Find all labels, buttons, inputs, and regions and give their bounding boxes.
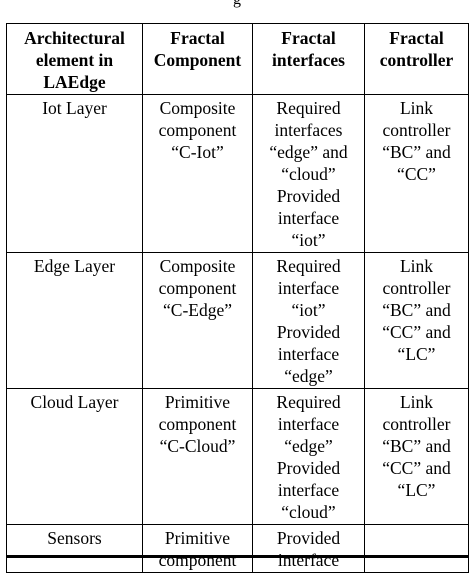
- header-text-line: Architectural: [24, 28, 125, 48]
- table-bottom-rule: [6, 555, 468, 558]
- cell-architectural-element: Sensors: [6, 524, 143, 573]
- cell-text-line: Link: [399, 392, 434, 412]
- cell-text-line: Provided: [276, 186, 341, 206]
- cell-text-line: interface: [277, 550, 340, 570]
- cell-text-line: interface: [277, 414, 340, 434]
- table-row: Iot Layer Composite component “C-Iot” Re…: [6, 94, 469, 253]
- cell-text-line: controller: [382, 414, 451, 434]
- header-text-line: LAEdge: [43, 72, 106, 92]
- cell-architectural-element: Cloud Layer: [6, 388, 143, 525]
- cell-architectural-element: Iot Layer: [6, 94, 143, 253]
- cell-text-line: Iot Layer: [42, 98, 107, 118]
- cell-text-line: Primitive: [164, 528, 231, 548]
- cell-fractal-interfaces: Required interface “edge” Provided inter…: [252, 388, 365, 525]
- cell-text-line: “cloud”: [281, 502, 336, 522]
- cell-text-line: “CC” and: [382, 458, 451, 478]
- cell-text-line: Provided: [276, 458, 341, 478]
- header-text-line: controller: [379, 50, 454, 70]
- cell-fractal-interfaces: Required interfaces “edge” and “cloud” P…: [252, 94, 365, 253]
- cell-fractal-controller: Link controller “BC” and “CC” and “LC”: [364, 252, 469, 389]
- cell-text-line: Required: [276, 392, 341, 412]
- header-text-line: interfaces: [272, 50, 345, 70]
- cell-text-line: component: [158, 414, 237, 434]
- cell-text-line: interface: [277, 480, 340, 500]
- cell-text-line: interface: [277, 344, 340, 364]
- cell-text-line: Link: [399, 256, 434, 276]
- cell-fractal-interfaces: Required interface “iot” Provided interf…: [252, 252, 365, 389]
- header-text-line: Fractal: [389, 28, 444, 48]
- cell-text-line: controller: [382, 278, 451, 298]
- cell-text-line: “edge” and: [269, 142, 348, 162]
- cell-text-line: interfaces: [274, 120, 343, 140]
- cell-text-line: component: [158, 550, 237, 570]
- header-text-line: element in: [35, 50, 114, 70]
- cell-fractal-controller: [364, 524, 469, 573]
- header-architectural-element: Architectural element in LAEdge: [6, 23, 143, 95]
- cell-text-line: Composite: [159, 256, 236, 276]
- header-text-line: Fractal: [281, 28, 336, 48]
- header-fractal-interfaces: Fractal interfaces: [252, 23, 365, 95]
- cell-text-line: “LC”: [397, 344, 436, 364]
- cell-text-line: Provided: [276, 322, 341, 342]
- header-text-line: Component: [153, 50, 242, 70]
- cell-text-line: “iot”: [291, 300, 326, 320]
- cell-text-line: controller: [382, 120, 451, 140]
- caption-fragment: g: [0, 0, 474, 9]
- cell-fractal-controller: Link controller “BC” and “CC”: [364, 94, 469, 253]
- cell-fractal-component: Composite component “C-Iot”: [142, 94, 253, 253]
- table-row: Cloud Layer Primitive component “C-Cloud…: [6, 388, 469, 525]
- cell-text-line: “C-Iot”: [171, 142, 224, 162]
- cell-architectural-element: Edge Layer: [6, 252, 143, 389]
- cell-text-line: component: [158, 278, 237, 298]
- cell-text-line: Cloud Layer: [30, 392, 119, 412]
- architecture-mapping-table: Architectural element in LAEdge Fractal …: [6, 23, 469, 573]
- cell-text-line: “cloud”: [281, 164, 336, 184]
- cell-text-line: component: [158, 120, 237, 140]
- header-text-line: Fractal: [170, 28, 225, 48]
- cell-text-line: Provided: [276, 528, 341, 548]
- cell-text-line: “CC”: [397, 164, 436, 184]
- header-fractal-component: Fractal Component: [142, 23, 253, 95]
- cell-text-line: “iot”: [291, 230, 326, 250]
- cell-fractal-component: Primitive component “C-Cloud”: [142, 388, 253, 525]
- cell-text-line: “C-Cloud”: [159, 436, 236, 456]
- cell-text-line: “edge”: [284, 436, 333, 456]
- cell-text-line: “edge”: [284, 366, 333, 386]
- cell-text-line: “BC” and: [382, 300, 451, 320]
- cell-text-line: “BC” and: [382, 142, 451, 162]
- header-fractal-controller: Fractal controller: [364, 23, 469, 95]
- cell-text-line: Primitive: [164, 392, 231, 412]
- cell-text-line: Sensors: [47, 528, 102, 548]
- cell-text-line: Edge Layer: [33, 256, 116, 276]
- cell-text-line: “C-Edge”: [163, 300, 232, 320]
- table-row: Edge Layer Composite component “C-Edge” …: [6, 252, 469, 389]
- cell-fractal-interfaces: Provided interface: [252, 524, 365, 573]
- cell-text-line: Composite: [159, 98, 236, 118]
- header-row: Architectural element in LAEdge Fractal …: [6, 23, 469, 95]
- cell-text-line: Link: [399, 98, 434, 118]
- cell-fractal-controller: Link controller “BC” and “CC” and “LC”: [364, 388, 469, 525]
- cell-text-line: “LC”: [397, 480, 436, 500]
- cell-text-line: interface: [277, 208, 340, 228]
- cell-text-line: interface: [277, 278, 340, 298]
- cell-text-line: Required: [276, 256, 341, 276]
- cell-fractal-component: Composite component “C-Edge”: [142, 252, 253, 389]
- cell-text-line: “BC” and: [382, 436, 451, 456]
- cell-text-line: “CC” and: [382, 322, 451, 342]
- table-row: Sensors Primitive component Provided int…: [6, 524, 469, 573]
- cell-fractal-component: Primitive component: [142, 524, 253, 573]
- cell-text-line: Required: [276, 98, 341, 118]
